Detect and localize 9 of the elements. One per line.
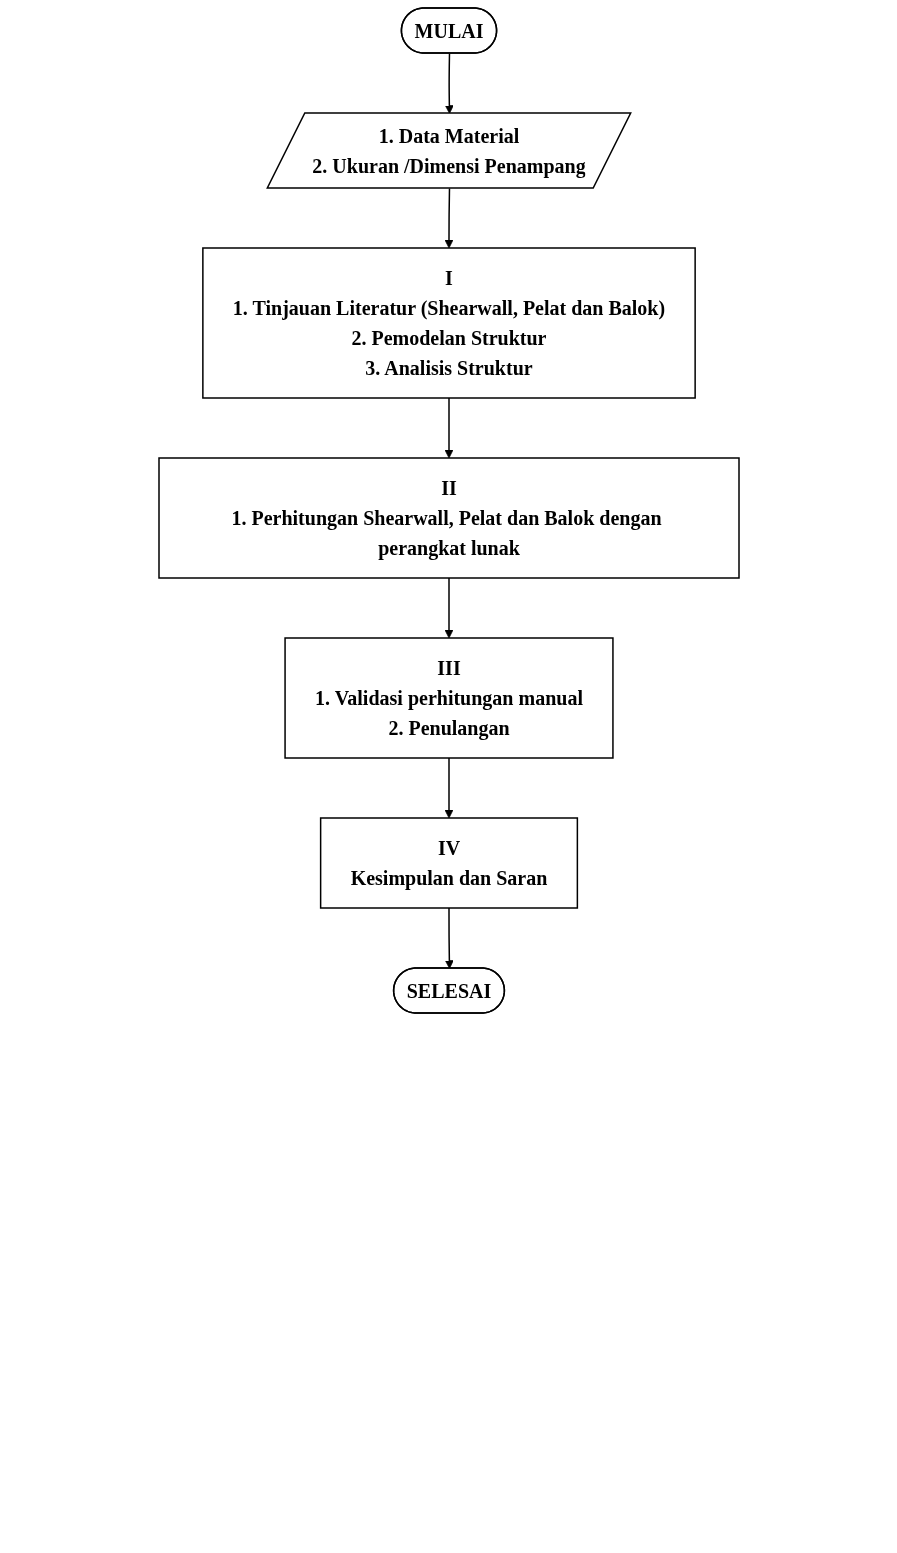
arrow: [444, 577, 453, 639]
arrow: [444, 52, 454, 114]
arrow: [444, 757, 453, 819]
arrow: [444, 907, 454, 969]
node-box: IV Kesimpulan dan Saran: [319, 817, 578, 909]
node-box: II 1. Perhitungan Shearwall, Pelat dan Balok dengan perangkat lunak: [157, 457, 740, 579]
node-box: III 1. Validasi perhitungan manual 2. Penulangan: [283, 637, 614, 759]
node-box: I 1. Tinjauan Literatur (Shearwall, Pelat dan Balok) 2. Pemodelan Struktur 3. Analisis Struktur: [201, 247, 696, 399]
arrow: [444, 397, 453, 459]
